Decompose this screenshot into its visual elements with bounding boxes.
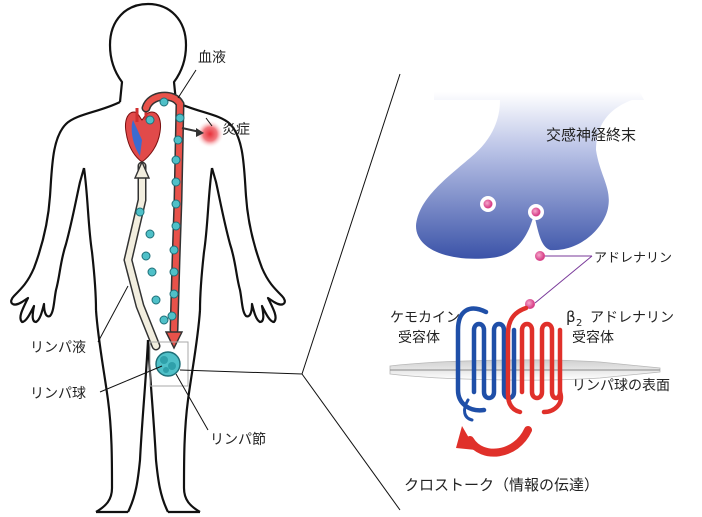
- label-beta2-line1: アドレナリン: [590, 310, 674, 326]
- label-adrenaline: アドレナリン: [594, 251, 672, 266]
- label-inflammation: 炎症: [222, 122, 250, 138]
- label-crosstalk: クロストーク（情報の伝達）: [404, 476, 599, 494]
- label-beta2-subscript: 2: [576, 318, 582, 329]
- label-beta2-symbol: β: [566, 308, 576, 326]
- label-cell-surface: リンパ球の表面: [572, 378, 670, 394]
- label-chemokine-line1: ケモカイン: [390, 310, 460, 326]
- label-lymphocyte: リンパ球: [30, 386, 86, 402]
- label-beta2-line2: 受容体: [572, 329, 614, 346]
- heart-icon: [125, 106, 160, 162]
- label-blood: 血液: [198, 50, 226, 66]
- label-lymph-node: リンパ節: [210, 431, 266, 448]
- nerve-terminal: [416, 92, 644, 259]
- crosstalk-arrow: [456, 426, 528, 453]
- adrenaline-pointers: [535, 256, 592, 303]
- label-lymph-fluid: リンパ液: [30, 340, 86, 356]
- label-sympathetic-terminal: 交感神経終末: [546, 126, 636, 144]
- label-chemokine-line2: 受容体: [398, 329, 440, 346]
